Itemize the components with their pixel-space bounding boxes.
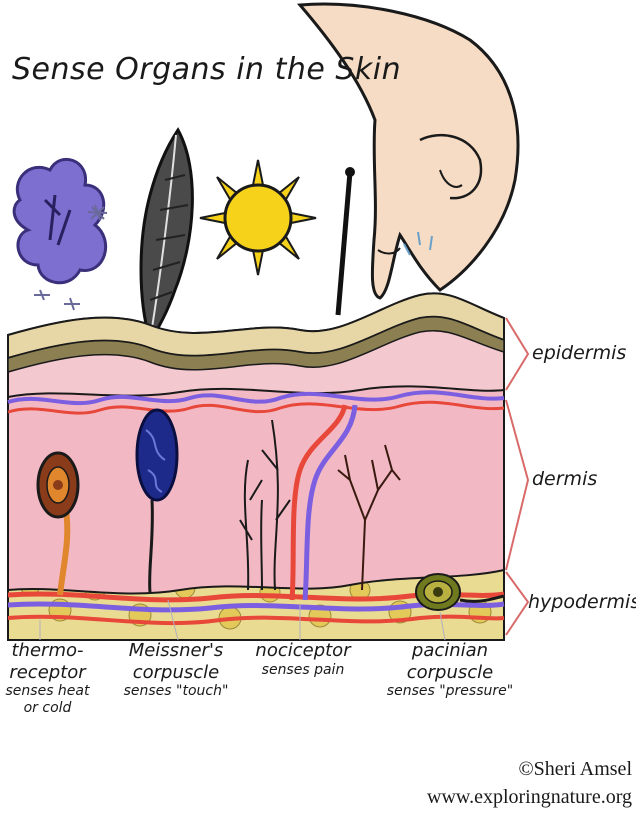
nociceptor-line1: nociceptor xyxy=(248,640,358,662)
pacinian-line1: pacinian xyxy=(380,640,520,662)
meissner-line3: senses "touch" xyxy=(112,683,240,700)
meissner-line2: corpuscle xyxy=(112,662,240,684)
nociceptor-label: nociceptor senses pain xyxy=(248,640,358,678)
sun-icon xyxy=(200,160,316,275)
meissner-label: Meissner's corpuscle senses "touch" xyxy=(112,640,240,700)
thermoreceptor-label: thermo- receptor senses heat or cold xyxy=(0,640,95,717)
thermoreceptor-line3: senses heat xyxy=(0,683,95,700)
pacinian-line2: corpuscle xyxy=(380,662,520,684)
diagram-title: Sense Organs in the Skin xyxy=(12,52,401,87)
thermoreceptor-line2: receptor xyxy=(0,662,95,684)
nociceptor-line2: senses pain xyxy=(248,662,358,679)
hand-icon xyxy=(300,4,518,298)
thermoreceptor-line1: thermo- xyxy=(0,640,95,662)
dermis-label: dermis xyxy=(532,468,597,490)
pacinian-label: pacinian corpuscle senses "pressure" xyxy=(380,640,520,700)
meissner-line1: Meissner's xyxy=(112,640,240,662)
epidermis-label: epidermis xyxy=(532,342,626,364)
pacinian-line3: senses "pressure" xyxy=(380,683,520,700)
thermoreceptor-line4: or cold xyxy=(0,700,95,717)
layer-brackets xyxy=(506,318,528,635)
copyright-credit: ©Sheri Amsel xyxy=(518,758,632,781)
cold-cloud-icon xyxy=(14,159,107,310)
pin-icon xyxy=(338,167,355,315)
feather-icon xyxy=(141,130,192,340)
hypodermis-label: hypodermis xyxy=(528,591,636,613)
website-credit: www.exploringnature.org xyxy=(427,786,632,809)
